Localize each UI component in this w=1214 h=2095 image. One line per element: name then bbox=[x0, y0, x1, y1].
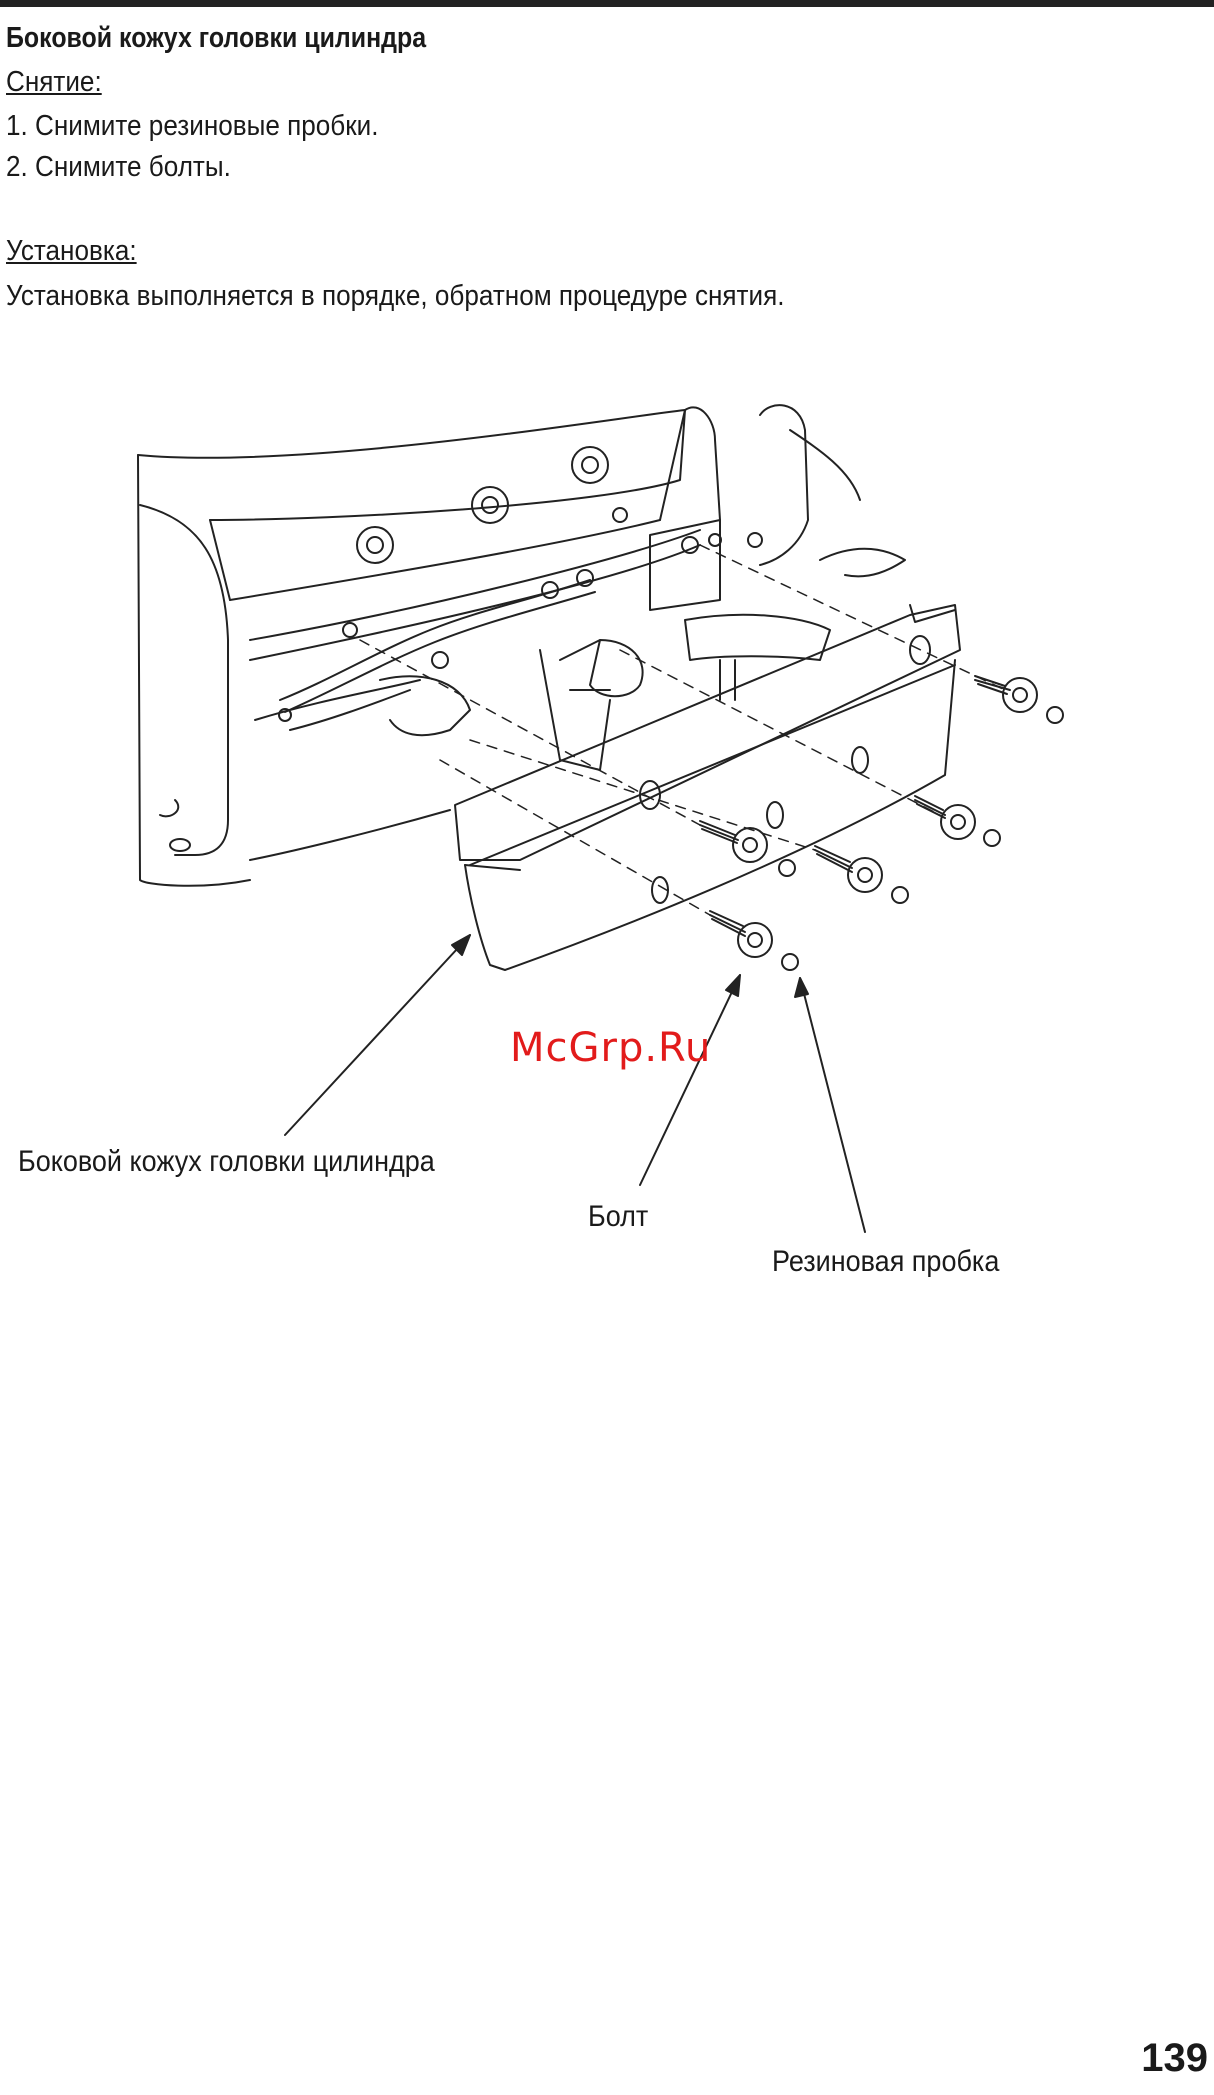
bolt-4 bbox=[815, 846, 908, 903]
callout-bolt-label: Болт bbox=[588, 1200, 648, 1234]
watermark: McGrp.Ru bbox=[510, 1025, 711, 1071]
engine-body bbox=[138, 405, 905, 886]
bolt-2 bbox=[915, 796, 1000, 846]
cylinder-head-cover-illustration bbox=[0, 0, 1214, 1300]
bolt-5 bbox=[710, 911, 798, 970]
bolt-1 bbox=[975, 676, 1063, 723]
alignment-lines bbox=[360, 545, 1005, 915]
callout-plug-label: Резиновая пробка bbox=[772, 1245, 999, 1279]
callout-cover-label: Боковой кожух головки цилиндра bbox=[18, 1145, 435, 1179]
page-number: 139 bbox=[1141, 2036, 1208, 2081]
side-cover bbox=[455, 605, 960, 970]
callout-leaders bbox=[285, 935, 865, 1232]
